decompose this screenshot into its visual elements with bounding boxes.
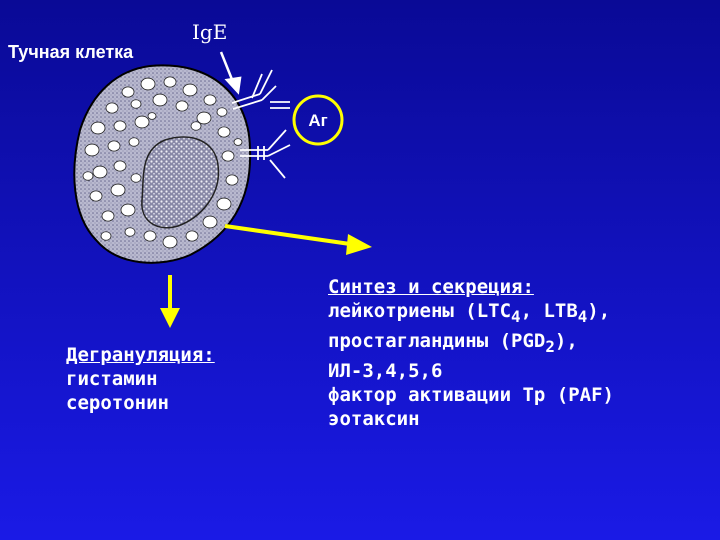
- granule: [121, 86, 135, 98]
- synthesis-text: простагландины (PGD: [328, 329, 546, 352]
- granule: [203, 94, 217, 106]
- granules: [82, 76, 243, 249]
- granule: [185, 230, 199, 242]
- granule: [216, 197, 232, 211]
- granule: [143, 230, 157, 242]
- granule: [152, 93, 168, 107]
- granule: [221, 150, 235, 162]
- synthesis-text: ),: [554, 329, 578, 352]
- granule: [162, 235, 178, 249]
- synthesis-title: Синтез и секреция:: [328, 276, 534, 298]
- granule: [128, 137, 140, 147]
- granule: [107, 140, 121, 152]
- antigen-circle: [292, 94, 344, 146]
- granule: [190, 121, 202, 131]
- ige-arrow: [219, 51, 242, 95]
- granule: [196, 111, 212, 125]
- subscript: 4: [577, 306, 588, 326]
- synthesis-arrow: [224, 224, 372, 255]
- antigen-label: Аг: [308, 111, 327, 130]
- granule: [124, 227, 136, 237]
- granule: [101, 210, 115, 222]
- granule: [163, 76, 177, 88]
- ige-label: IgE: [192, 20, 228, 44]
- synthesis-text: ),: [587, 300, 611, 322]
- granule: [140, 77, 156, 91]
- subscript: 4: [511, 306, 521, 326]
- granule: [130, 173, 142, 183]
- granule: [105, 102, 119, 114]
- synthesis-item: эотаксин: [328, 407, 420, 430]
- granule: [217, 126, 231, 138]
- granule: [130, 99, 142, 109]
- granule: [100, 231, 112, 241]
- granule: [92, 165, 108, 179]
- synthesis-text: , LTB: [520, 300, 578, 322]
- synthesis-item: лейкотриены (LTC4, LTB4),: [328, 299, 614, 329]
- granule: [110, 183, 126, 197]
- granule: [84, 143, 100, 157]
- degranulation-title: Дегрануляция:: [66, 344, 215, 366]
- synthesis-item: ИЛ-3,4,5,6: [328, 359, 443, 382]
- granule: [225, 174, 239, 186]
- granule: [175, 100, 189, 112]
- granule: [202, 215, 218, 229]
- granule: [120, 203, 136, 217]
- granule: [90, 121, 106, 135]
- synthesis-item: простагландины (PGD2),: [328, 329, 614, 359]
- synthesis-block: Синтез и секреция: лейкотриены (LTC4, LT…: [328, 275, 614, 431]
- granule: [113, 160, 127, 172]
- granule: [113, 120, 127, 132]
- subscript: 2: [545, 336, 555, 356]
- synthesis-item: фактор активации Тр (PAF): [328, 383, 614, 406]
- granule: [89, 190, 103, 202]
- synthesis-text: лейкотриены (LTC: [328, 300, 512, 322]
- degranulation-arrow: [160, 275, 180, 328]
- mast-cell-label: Тучная клетка: [8, 42, 134, 62]
- granule: [182, 83, 198, 97]
- granule: [134, 115, 150, 129]
- nucleus: [141, 136, 220, 229]
- granule: [82, 171, 94, 181]
- granule: [216, 107, 228, 117]
- degranulation-item: серотонин: [66, 392, 169, 414]
- granule: [233, 138, 243, 146]
- degranulation-item: гистамин: [66, 368, 158, 390]
- ige-receptors: [231, 69, 291, 179]
- degranulation-block: Дегрануляция: гистамин серотонин: [66, 343, 215, 415]
- granule: [147, 112, 157, 120]
